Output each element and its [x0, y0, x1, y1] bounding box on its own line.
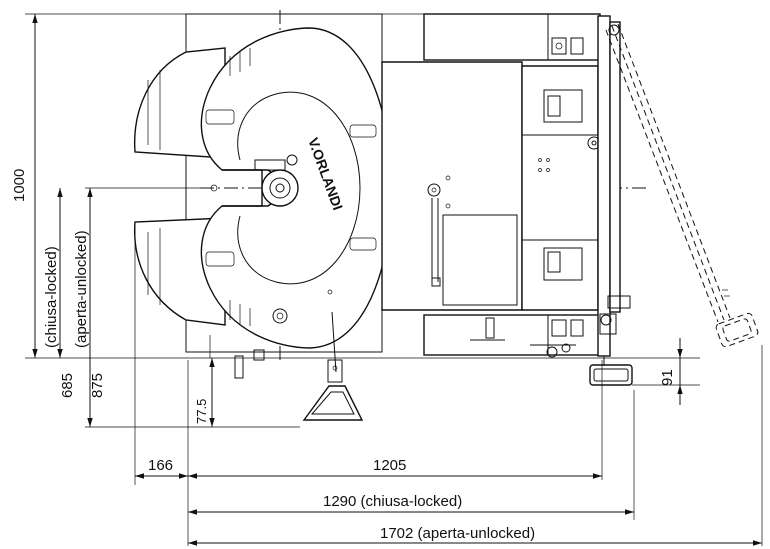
dim-unlocked-height: 875 [89, 373, 106, 398]
coupling-plate: V.ORLANDI [133, 13, 393, 353]
dim-locked-label: (chiusa-locked) [43, 246, 60, 348]
dim-locked-height: 685 [59, 373, 76, 398]
unlocked-handle-phantom [605, 23, 759, 348]
dim-width-unlocked: 1702 (aperta-unlocked) [380, 525, 535, 542]
dim-unlocked-label: (aperta-unlocked) [73, 230, 90, 348]
mounting-frame [234, 13, 633, 421]
dimension-lines [25, 13, 763, 546]
dim-overall-height: 1000 [11, 169, 28, 202]
dim-handle-offset: 91 [659, 369, 676, 386]
dim-width-locked: 1290 (chiusa-locked) [323, 493, 462, 510]
dim-left-offset: 166 [148, 457, 173, 474]
dim-offset-small: 77.5 [194, 399, 209, 424]
dimension-labels: 1000 (chiusa-locked) (aperta-unlocked) 6… [11, 169, 676, 542]
dim-width-base: 1205 [373, 457, 406, 474]
